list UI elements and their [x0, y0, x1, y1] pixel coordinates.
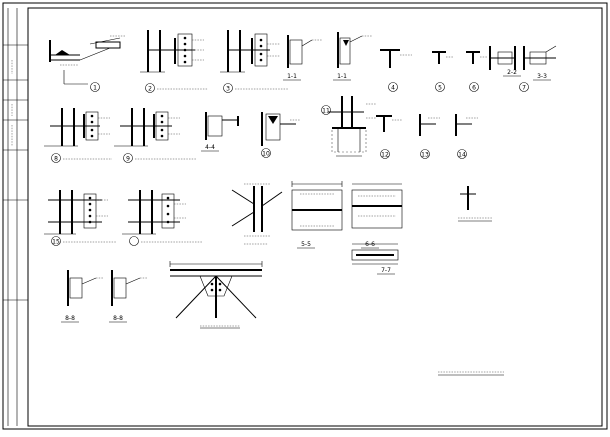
section-8-8b-label: 8-8	[113, 315, 123, 322]
section-5-5-label: 5-5	[301, 241, 311, 248]
section-8-8b-drawing	[111, 270, 148, 306]
detail-1-tag: 1	[90, 82, 100, 92]
section-3-3-label: 3-3	[537, 73, 547, 80]
detail-4-label: 4	[391, 85, 395, 92]
detail-row3-centre-drawing	[122, 190, 202, 246]
section-2-2-label: 2-2	[507, 69, 517, 76]
detail-14-tag: 14	[457, 149, 467, 159]
detail-7-tag: 7	[519, 82, 529, 92]
section-4-4-drawing	[205, 112, 239, 140]
detail-9-drawing	[114, 108, 180, 147]
binding-strip	[3, 8, 28, 426]
detail-5-label: 5	[438, 85, 442, 92]
detail-11-drawing	[328, 96, 376, 157]
detail-3-label: 3	[226, 86, 230, 93]
outer-border	[2, 2, 608, 430]
section-1-1a-drawing	[287, 35, 322, 68]
detail-9-label: 9	[126, 156, 130, 163]
bracing-gusset-elevation	[169, 261, 263, 329]
section-8-8a-label: 8-8	[65, 315, 75, 322]
detail-2-drawing	[140, 30, 204, 73]
detail-12-label: 12	[381, 152, 389, 159]
section-7-7-label: 7-7	[381, 267, 391, 274]
detail-12-tag: 12	[380, 149, 390, 159]
section-3-3-drawing	[523, 45, 557, 70]
detail-10-label: 10	[262, 151, 270, 158]
bracing-node-drawing	[231, 183, 283, 245]
detail-3-drawing	[220, 30, 280, 73]
detail-14-label: 14	[458, 152, 466, 159]
detail-4-drawing	[380, 49, 412, 68]
column-cap-detail-drawing	[458, 186, 492, 222]
detail-8-label: 8	[54, 156, 58, 163]
section-6-6-label: 6-6	[365, 241, 375, 248]
detail-7-label: 7	[522, 85, 526, 92]
section-8-8a-drawing	[67, 270, 104, 306]
detail-10-drawing	[261, 112, 300, 146]
detail-9-tag: 9	[123, 153, 196, 163]
section-1-1a-label: 1-1	[287, 73, 297, 80]
detail-6-drawing	[466, 51, 488, 64]
section-4-4-label: 4-4	[205, 144, 215, 151]
detail-15-tag: 15	[51, 236, 116, 246]
inner-border	[27, 7, 603, 427]
section-1-1b-drawing	[337, 32, 372, 68]
detail-13-label: 13	[421, 152, 429, 159]
detail-15-label: 15	[52, 239, 60, 246]
detail-11-tag: 11	[321, 105, 331, 115]
detail-10-tag: 10	[261, 148, 271, 158]
section-7-7-drawing	[351, 243, 399, 265]
detail-11-label: 11	[322, 108, 330, 115]
detail-6-label: 6	[472, 85, 476, 92]
detail-15-drawing	[44, 190, 108, 235]
detail-1-drawing	[49, 35, 126, 85]
detail-5-tag: 5	[435, 82, 445, 92]
detail-8-tag: 8	[51, 153, 112, 163]
notes	[438, 371, 504, 376]
detail-5-drawing	[432, 51, 454, 64]
detail-12-drawing	[376, 115, 402, 132]
detail-8-drawing	[44, 108, 110, 147]
detail-1-label: 1	[93, 85, 97, 92]
section-2-2-drawing	[489, 46, 516, 70]
detail-13-tag: 13	[420, 149, 430, 159]
detail-2-label: 2	[148, 86, 152, 93]
detail-2-tag: 2	[145, 83, 208, 93]
section-6-6-drawing	[351, 183, 403, 229]
detail-4-tag: 4	[388, 82, 398, 92]
detail-14-drawing	[455, 114, 478, 136]
detail-13-drawing	[419, 114, 440, 136]
detail-3-tag: 3	[223, 83, 288, 93]
section-1-1b-label: 1-1	[337, 73, 347, 80]
detail-6-tag: 6	[469, 82, 479, 92]
section-5-5-drawing	[291, 181, 343, 231]
